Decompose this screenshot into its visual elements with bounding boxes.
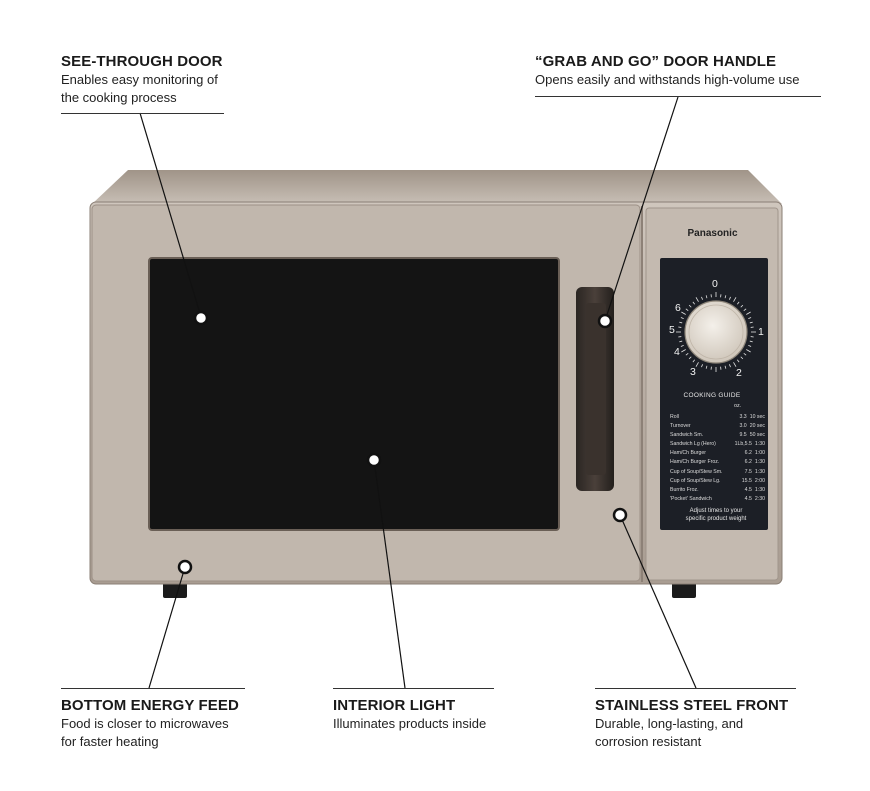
callout-description: Enables easy monitoring of [61, 72, 218, 87]
dial-tick [748, 317, 752, 319]
top-surface [92, 170, 782, 204]
dial-tick [736, 359, 740, 363]
dial-tick [681, 349, 686, 353]
dial-tick [695, 362, 699, 367]
dial-tick [701, 296, 703, 300]
dial-tick [680, 317, 684, 319]
dial-tick [692, 301, 696, 305]
dial-tick [729, 364, 731, 368]
dial-tick [724, 365, 727, 369]
callout-dot-stainless-steel-front [612, 507, 628, 523]
dial-tick [680, 345, 684, 347]
cooking-guide-note: Adjust times to your specific product we… [685, 508, 747, 522]
dial-tick [749, 321, 753, 324]
callout-dot-bottom-energy-feed [177, 559, 193, 575]
dial-tick [740, 304, 744, 308]
brand-logo: Panasonic [687, 228, 738, 239]
callout-description: corrosion resistant [595, 734, 702, 749]
callout-title: “GRAB AND GO” DOOR HANDLE [535, 53, 777, 70]
dial-tick [679, 321, 683, 324]
callout-door-handle: “GRAB AND GO” DOOR HANDLE Opens easily a… [535, 53, 799, 89]
cooking-guide-title: COOKING GUIDE [683, 392, 741, 399]
dial-number-5: 5 [669, 324, 675, 336]
dial-number-4: 4 [674, 346, 680, 358]
callout-description: Opens easily and withstands high-volume … [535, 72, 800, 87]
callout-title: STAINLESS STEEL FRONT [595, 697, 789, 714]
dial-tick [733, 362, 737, 367]
door-window [148, 257, 560, 531]
dial-tick [681, 311, 686, 315]
callout-description: Food is closer to microwaves [61, 716, 229, 731]
callout-title: SEE-THROUGH DOOR [61, 53, 223, 70]
callout-rule [61, 113, 224, 114]
callout-dot-door-handle [597, 313, 613, 329]
callout-interior-light: INTERIOR LIGHT Illuminates products insi… [333, 697, 486, 733]
callout-description: Durable, long-lasting, and [595, 716, 744, 731]
dial-tick [692, 359, 696, 363]
dial-tick [685, 308, 689, 312]
dial-tick [743, 352, 747, 356]
dial-tick [743, 308, 747, 312]
timer-knob [684, 300, 748, 364]
dial-tick [701, 364, 703, 368]
dial-tick [748, 345, 752, 347]
callout-description: the cooking process [61, 90, 177, 105]
dial-tick [746, 349, 751, 353]
callout-rule [595, 688, 796, 689]
dial-tick [749, 340, 753, 343]
dial-tick [685, 352, 689, 356]
dial-number-2: 2 [736, 367, 742, 379]
dial-tick [746, 311, 751, 315]
dial-tick [740, 356, 744, 360]
callout-rule [61, 688, 245, 689]
dial-tick [705, 295, 708, 299]
callout-bottom-energy-feed: BOTTOM ENERGY FEED Food is closer to mic… [61, 697, 239, 751]
dial-number-6: 6 [675, 302, 681, 314]
dial-tick [733, 297, 737, 302]
callout-title: BOTTOM ENERGY FEED [61, 697, 239, 714]
dial-tick [724, 295, 727, 299]
dial-number-0: 0 [712, 278, 718, 290]
callout-title: INTERIOR LIGHT [333, 697, 456, 714]
dial-tick [688, 356, 692, 360]
dial-number-1: 1 [758, 326, 764, 338]
dial-tick [705, 365, 708, 369]
callout-description: Illuminates products inside [333, 716, 487, 731]
callout-dot-interior-light [366, 452, 382, 468]
callout-dot-see-through-door [193, 310, 209, 326]
callout-stainless-steel-front: STAINLESS STEEL FRONT Durable, long-last… [595, 697, 788, 751]
callout-rule [535, 96, 821, 97]
cooking-guide-unit: oz. [734, 403, 742, 409]
dial-tick [729, 296, 731, 300]
dial-tick [736, 301, 740, 305]
dial-tick [695, 297, 699, 302]
callout-see-through-door: SEE-THROUGH DOOR Enables easy monitoring… [61, 53, 223, 107]
dial-number-3: 3 [690, 366, 696, 378]
dial-ticks [676, 292, 756, 372]
dial-tick [688, 304, 692, 308]
callout-description: for faster heating [61, 734, 159, 749]
callout-rule [333, 688, 494, 689]
dial-tick [679, 340, 683, 343]
